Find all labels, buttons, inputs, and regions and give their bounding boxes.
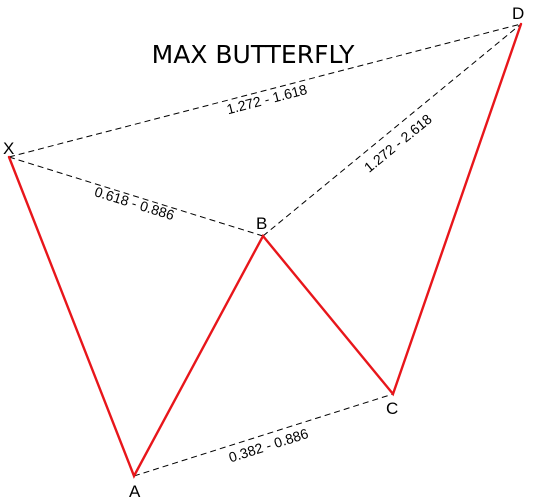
ratio-label-xd: 1.272 - 1.618	[225, 81, 309, 117]
point-label-a: A	[129, 482, 141, 501]
point-label-d: D	[512, 4, 524, 23]
point-label-c: C	[386, 399, 398, 418]
ratio-label-ac: 0.382 - 0.886	[227, 425, 311, 465]
diagram-title: MAX BUTTERFLY	[152, 40, 355, 69]
projection-line-ac	[133, 393, 394, 477]
point-label-b: B	[256, 214, 267, 233]
point-label-x: X	[3, 139, 14, 158]
projection-line-bd	[262, 23, 522, 237]
projection-line-xb	[8, 156, 264, 237]
ratio-label-xb: 0.618 - 0.886	[93, 183, 177, 223]
ratio-label-bd: 1.272 - 2.618	[361, 111, 435, 176]
projection-line-xd	[8, 23, 522, 158]
pattern-legs	[7, 22, 523, 479]
